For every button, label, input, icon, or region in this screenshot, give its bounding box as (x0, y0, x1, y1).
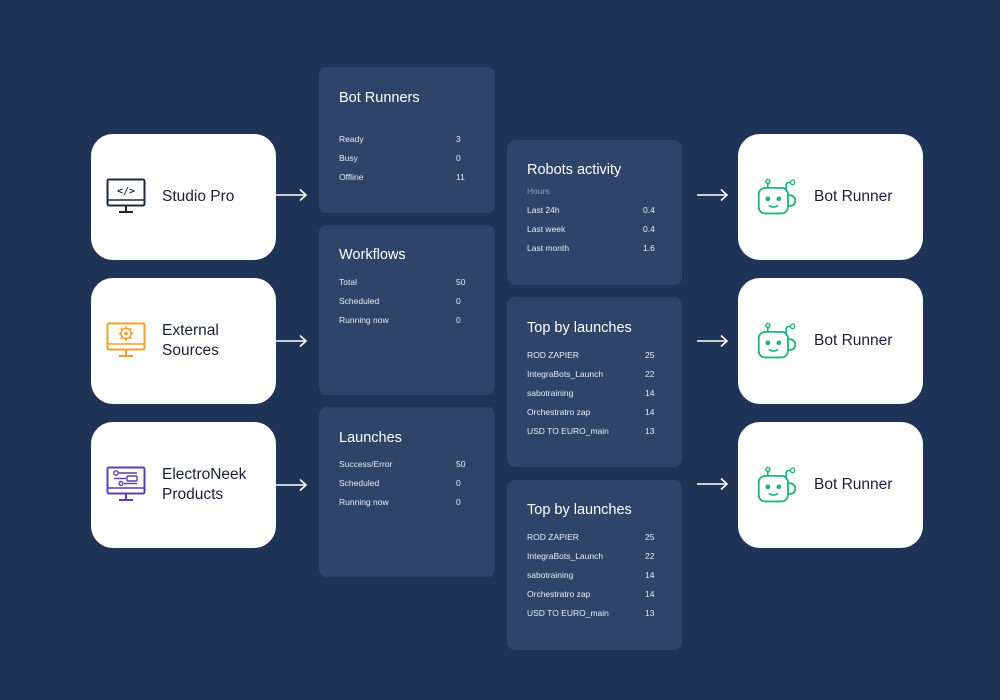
panel-title: Launches (339, 430, 402, 446)
arrow-right-icon (697, 188, 729, 202)
stat-label: sabotraining (527, 570, 574, 580)
destination-label: Bot Runner (814, 332, 893, 349)
arrow-right-icon (276, 188, 308, 202)
panel-title: Robots activity (527, 162, 622, 178)
stat-value: 25 (645, 532, 655, 542)
stat-value: 0.4 (643, 224, 655, 234)
panel-title: Workflows (339, 247, 406, 263)
source-card-electroneek-products[interactable]: ElectroNeek Products (91, 422, 276, 548)
stat-value: 0.4 (643, 205, 655, 215)
stat-value: 0 (456, 315, 461, 325)
stat-value: 22 (645, 369, 655, 379)
stat-value: 1.6 (643, 243, 655, 253)
source-card-studio-pro[interactable]: </> Studio Pro (91, 134, 276, 260)
stat-value: 14 (645, 388, 655, 398)
stat-label: USD TO EURO_main (527, 608, 609, 618)
arrow-right-icon (276, 334, 308, 348)
panel-title: Top by launches (527, 320, 632, 336)
stat-value: 22 (645, 551, 655, 561)
panel-title: Bot Runners (339, 90, 420, 106)
stat-label: Running now (339, 497, 389, 507)
stat-label: Offline (339, 172, 364, 182)
destination-card-bot-runner[interactable]: Bot Runner (738, 422, 923, 548)
stat-label: Last month (527, 243, 570, 253)
destination-label: Bot Runner (814, 188, 893, 205)
panel-subtitle: Hours (527, 186, 550, 196)
stat-label: ROD ZAPIER (527, 350, 579, 360)
arrow-right-icon (697, 334, 729, 348)
code-monitor-icon: </> (105, 176, 147, 218)
destination-card-bot-runner[interactable]: Bot Runner (738, 134, 923, 260)
source-card-external-sources[interactable]: External Sources (91, 278, 276, 404)
workflows-panel: Workflows Total 50 Scheduled 0 Running n… (319, 225, 495, 395)
stat-label: Total (339, 277, 357, 287)
stat-label: Last week (527, 224, 566, 234)
stat-value: 14 (645, 407, 655, 417)
stat-label: IntegraBots_Launch (527, 369, 604, 379)
stat-value: 0 (456, 478, 461, 488)
stat-label: sabotraining (527, 388, 574, 398)
stat-value: 50 (456, 277, 466, 287)
stat-label: Orchestratro zap (527, 407, 591, 417)
stat-value: 0 (456, 153, 461, 163)
stat-value: 14 (645, 570, 655, 580)
stat-value: 0 (456, 497, 461, 507)
robot-icon (756, 176, 798, 218)
stat-label: Orchestratro zap (527, 589, 591, 599)
bot-runners-panel: Bot Runners Ready 3 Busy 0 Offline 11 (319, 67, 495, 213)
source-label: External Sources (162, 322, 219, 359)
stat-label: Running now (339, 315, 389, 325)
stat-value: 13 (645, 426, 655, 436)
top-launches-panel: Top by launches ROD ZAPIER 25 IntegraBot… (507, 297, 682, 467)
stat-value: 14 (645, 589, 655, 599)
stat-label: Scheduled (339, 478, 380, 488)
top-launches-panel: Top by launches ROD ZAPIER 25 IntegraBot… (507, 480, 682, 650)
robots-activity-panel: Robots activity Hours Last 24h 0.4 Last … (507, 140, 682, 285)
robot-icon (756, 320, 798, 362)
stat-value: 11 (456, 172, 465, 182)
destination-label: Bot Runner (814, 476, 893, 493)
gear-monitor-icon (105, 320, 147, 362)
stat-label: Success/Error (339, 459, 393, 469)
stat-label: ROD ZAPIER (527, 532, 579, 542)
stat-label: USD TO EURO_main (527, 426, 609, 436)
stat-label: Last 24h (527, 205, 560, 215)
stat-value: 3 (456, 134, 461, 144)
panel-title: Top by launches (527, 502, 632, 518)
source-label: Studio Pro (162, 188, 235, 205)
arrow-right-icon (697, 477, 729, 491)
workflow-monitor-icon (105, 464, 147, 506)
launches-panel: Launches Success/Error 50 Scheduled 0 Ru… (319, 407, 495, 577)
stat-value: 13 (645, 608, 655, 618)
robot-icon (756, 464, 798, 506)
destination-card-bot-runner[interactable]: Bot Runner (738, 278, 923, 404)
stat-label: IntegraBots_Launch (527, 551, 604, 561)
stat-value: 0 (456, 296, 461, 306)
arrow-right-icon (276, 478, 308, 492)
stat-value: 25 (645, 350, 655, 360)
stat-label: Scheduled (339, 296, 380, 306)
stat-value: 50 (456, 459, 466, 469)
svg-text:</>: </> (117, 186, 135, 197)
stat-label: Ready (339, 134, 364, 144)
source-label: ElectroNeek Products (162, 466, 247, 503)
stat-label: Busy (339, 153, 358, 163)
